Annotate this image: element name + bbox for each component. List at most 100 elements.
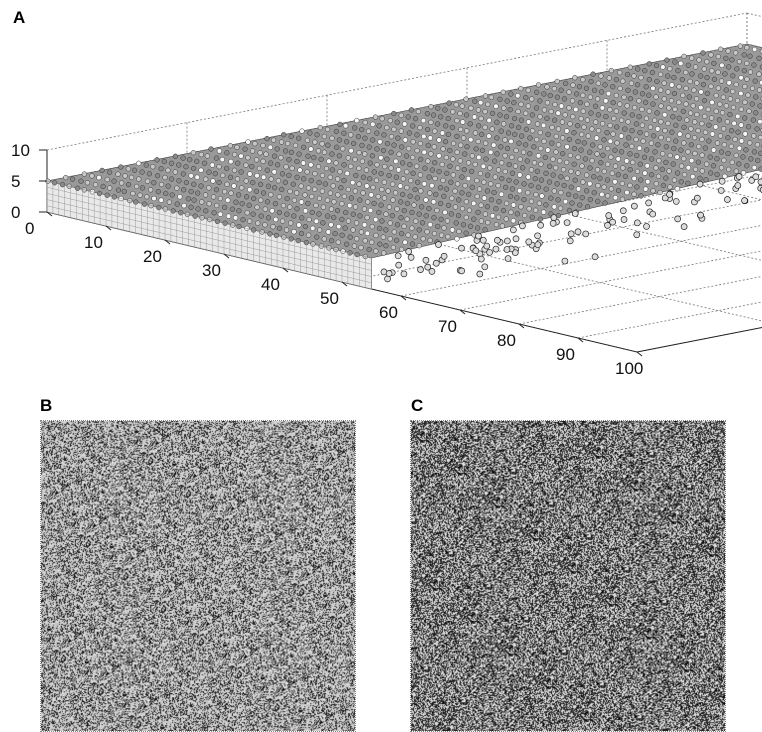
surface-point [459, 206, 466, 212]
surface-point [446, 100, 452, 106]
surface-point [622, 173, 629, 180]
surface-point [292, 142, 299, 149]
surface-point [692, 166, 699, 173]
surface-point [759, 48, 762, 54]
surface-point [256, 165, 263, 172]
surface-point [549, 124, 555, 131]
scatter-point [718, 177, 726, 185]
surface-point [265, 215, 272, 221]
surface-point [493, 103, 499, 109]
surface-point [137, 192, 143, 198]
surface-point [430, 112, 437, 118]
surface-point [661, 80, 667, 86]
surface-point [559, 135, 566, 141]
surface-point [309, 209, 315, 216]
surface-point [535, 184, 542, 190]
surface-point [597, 175, 603, 181]
surface-point [721, 142, 727, 148]
surface-point [756, 71, 762, 77]
surface-point [486, 117, 492, 124]
surface-point [183, 164, 189, 170]
surface-point [432, 128, 438, 134]
surface-point [479, 131, 485, 138]
surface-point [744, 60, 750, 66]
surface-point [534, 168, 541, 174]
surface-point [521, 196, 527, 203]
surface-point [604, 177, 611, 183]
surface-point [498, 144, 504, 150]
surface-point [507, 107, 513, 113]
surface-point [511, 99, 517, 106]
surface-point [291, 197, 298, 203]
surface-point [617, 85, 623, 92]
surface-point [575, 170, 581, 176]
surface-point [624, 189, 630, 196]
surface-point [651, 133, 657, 139]
x-tick-label: 90 [556, 345, 575, 364]
surface-point [383, 227, 389, 233]
surface-point [240, 216, 246, 223]
surface-point [429, 167, 436, 173]
surface-point [561, 182, 567, 189]
surface-point [755, 157, 761, 164]
surface-point [480, 163, 487, 169]
surface-point [460, 222, 467, 228]
surface-point [321, 133, 328, 140]
surface-point [357, 213, 363, 219]
surface-point [435, 105, 441, 111]
surface-point [329, 135, 335, 141]
surface-point [459, 174, 465, 180]
surface-point [242, 146, 248, 152]
surface-point [352, 204, 359, 210]
surface-point [748, 156, 754, 162]
surface-point [437, 185, 444, 191]
surface-point [324, 126, 331, 133]
surface-point [221, 204, 228, 211]
surface-point [430, 199, 437, 205]
surface-point [371, 200, 377, 207]
surface-point [725, 48, 731, 54]
surface-point [440, 177, 446, 184]
surface-point [424, 229, 430, 235]
surface-point [683, 85, 689, 91]
surface-point [518, 117, 525, 123]
surface-point [315, 163, 322, 170]
surface-point [561, 96, 568, 102]
scatter-point [512, 235, 520, 243]
surface-point [524, 158, 530, 164]
surface-point [442, 107, 448, 113]
surface-point [221, 188, 228, 195]
surface-point [445, 202, 452, 209]
surface-point [395, 135, 401, 141]
surface-point [495, 167, 502, 173]
scatter-point [604, 222, 611, 229]
surface-point [353, 220, 360, 226]
surface-point [648, 156, 655, 162]
surface-point [350, 227, 356, 233]
surface-point [725, 150, 731, 157]
surface-point [749, 85, 756, 92]
surface-point [699, 152, 705, 158]
surface-point [738, 75, 744, 81]
scatter-point [477, 255, 485, 263]
surface-point [575, 138, 581, 145]
surface-point [390, 197, 396, 203]
surface-point [235, 160, 241, 166]
surface-point [702, 129, 709, 136]
surface-point [203, 208, 209, 214]
surface-point [115, 171, 121, 177]
surface-point [704, 161, 710, 167]
surface-point [334, 144, 340, 150]
surface-point [384, 124, 390, 131]
scatter-point [680, 223, 688, 230]
surface-point [387, 236, 393, 242]
surface-point [247, 187, 253, 193]
slab-grid-line [46, 205, 372, 283]
surface-point [525, 103, 531, 109]
surface-point [300, 160, 307, 166]
surface-point [600, 152, 606, 158]
surface-point [744, 44, 750, 51]
surface-point [367, 207, 374, 214]
surface-point [206, 185, 212, 191]
scatter-point [534, 241, 542, 249]
